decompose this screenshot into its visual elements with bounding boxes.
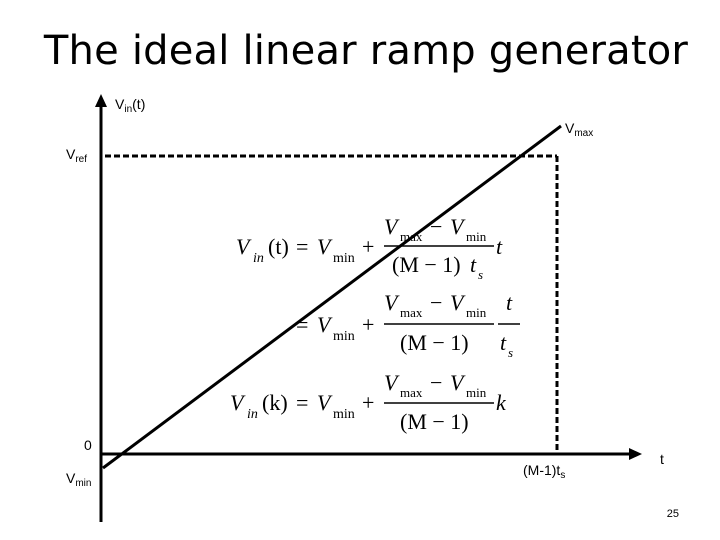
eq2-eq: = [296, 312, 308, 337]
eq1-lhs-sub: in [253, 251, 264, 266]
eq3-num-sub1: max [400, 385, 423, 400]
eq3-lhs-sub: in [247, 407, 258, 422]
equation-3: V in (k) = V min + V max − V min (M − 1)… [230, 370, 507, 434]
eq1-var: t [496, 234, 503, 259]
eq2-num-sub1: max [400, 305, 423, 320]
eq3-num-v2: V [450, 370, 466, 395]
eq1-den: (M − 1) [392, 252, 461, 277]
y-axis-label: Vin(t) [115, 96, 145, 115]
y-axis-arrowhead [95, 94, 107, 107]
vmin-label: Vmin [66, 470, 91, 489]
eq1-num-v2: V [450, 214, 466, 239]
eq3-eq: = [296, 390, 308, 415]
eq1-plus: + [362, 234, 374, 259]
vmax-v: V [565, 120, 575, 136]
eq2-num-v2: V [450, 290, 466, 315]
eq3-lhs-arg: (k) [262, 390, 288, 415]
eq2-minus: − [430, 290, 442, 315]
end-time-label: (M-1)ts [523, 462, 565, 481]
eq1-minus: − [430, 214, 442, 239]
eq2-vmin-sub: min [333, 329, 355, 344]
y-label-sub: in [124, 104, 133, 115]
eq3-minus: − [430, 370, 442, 395]
eq1-vmin-v: V [317, 234, 333, 259]
slide-title: The ideal linear ramp generator [43, 28, 689, 74]
vmax-sub: max [574, 128, 594, 139]
vref-sub: ref [75, 154, 88, 165]
eq1-vmin-sub: min [333, 251, 355, 266]
eq1-den-t: t [470, 252, 477, 277]
eq3-num-v1: V [384, 370, 400, 395]
eq2-num-sub2: min [466, 305, 487, 320]
eq3-vmin-v: V [317, 390, 333, 415]
origin-label: 0 [84, 437, 92, 453]
eq3-var: k [496, 390, 507, 415]
eq2-vmin-v: V [317, 312, 333, 337]
eq2-frac2-den-t: t [500, 330, 507, 355]
slide-number: 25 [666, 508, 679, 520]
ramp-line [102, 124, 562, 470]
end-time-sub: s [560, 470, 566, 481]
vref-label: Vref [66, 146, 87, 165]
eq3-den: (M − 1) [400, 409, 469, 434]
eq2-num-v1: V [384, 290, 400, 315]
eq1-eq: = [296, 234, 308, 259]
eq2-frac2-den-sub: s [508, 345, 513, 360]
eq3-lhs-v: V [230, 390, 246, 415]
vmax-label: Vmax [565, 120, 593, 139]
y-label-tail: (t) [132, 96, 146, 112]
eq2-plus: + [362, 312, 374, 337]
y-label-v: V [115, 96, 125, 112]
eq1-num-sub1: max [400, 229, 423, 244]
eq3-vmin-sub: min [333, 407, 355, 422]
vmin-sub: min [75, 478, 92, 489]
eq3-num-sub2: min [466, 385, 487, 400]
eq1-lhs-arg: (t) [268, 234, 289, 259]
end-time-main: (M-1)t [523, 462, 561, 478]
eq1-num-sub2: min [466, 229, 487, 244]
eq1-num-v1: V [384, 214, 400, 239]
eq2-frac2-num: t [506, 290, 513, 315]
equation-1: V in (t) = V min + V max − V min (M − 1)… [236, 214, 503, 282]
eq2-den: (M − 1) [400, 330, 469, 355]
vref-v: V [66, 146, 76, 162]
eq1-lhs-v: V [236, 234, 252, 259]
vmin-v: V [66, 470, 76, 486]
x-axis-arrowhead [629, 448, 642, 460]
eq1-den-sub: s [478, 267, 483, 282]
eq3-plus: + [362, 390, 374, 415]
equation-2: = V min + V max − V min (M − 1) t t s [296, 290, 520, 360]
x-axis-label: t [660, 451, 664, 467]
